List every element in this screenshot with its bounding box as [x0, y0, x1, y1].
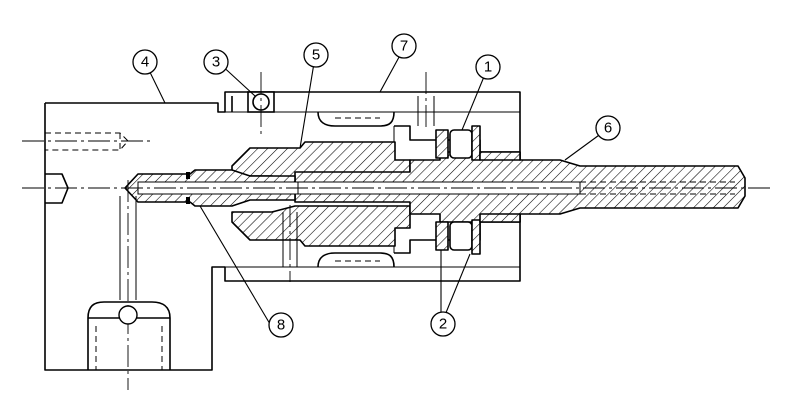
- label-part-7-text: 7: [400, 38, 408, 55]
- label-part-8: 8: [268, 312, 294, 338]
- label-part-4-text: 4: [141, 54, 149, 71]
- label-part-5-text: 5: [312, 47, 320, 64]
- label-part-7: 7: [391, 33, 417, 59]
- label-part-3: 3: [203, 49, 229, 75]
- label-part-8-text: 8: [277, 317, 285, 334]
- label-part-1-text: 1: [484, 59, 492, 76]
- label-part-1: 1: [475, 54, 501, 80]
- label-part-6-text: 6: [604, 120, 612, 137]
- hidden-bolt-bore: [22, 132, 150, 151]
- bottom-fitting: [87, 301, 171, 370]
- label-part-2-text: 2: [439, 316, 447, 333]
- label-part-5: 5: [303, 42, 329, 68]
- seal-package: [435, 125, 521, 255]
- side-channel: [119, 180, 137, 390]
- label-part-3-text: 3: [212, 54, 220, 71]
- left-plug: [45, 173, 69, 204]
- label-part-2: 2: [430, 311, 456, 337]
- o-ring-groove: [247, 72, 275, 135]
- vertical-ports: [282, 72, 435, 282]
- label-part-6: 6: [595, 115, 621, 141]
- needle: [124, 169, 299, 207]
- label-part-4: 4: [132, 49, 158, 75]
